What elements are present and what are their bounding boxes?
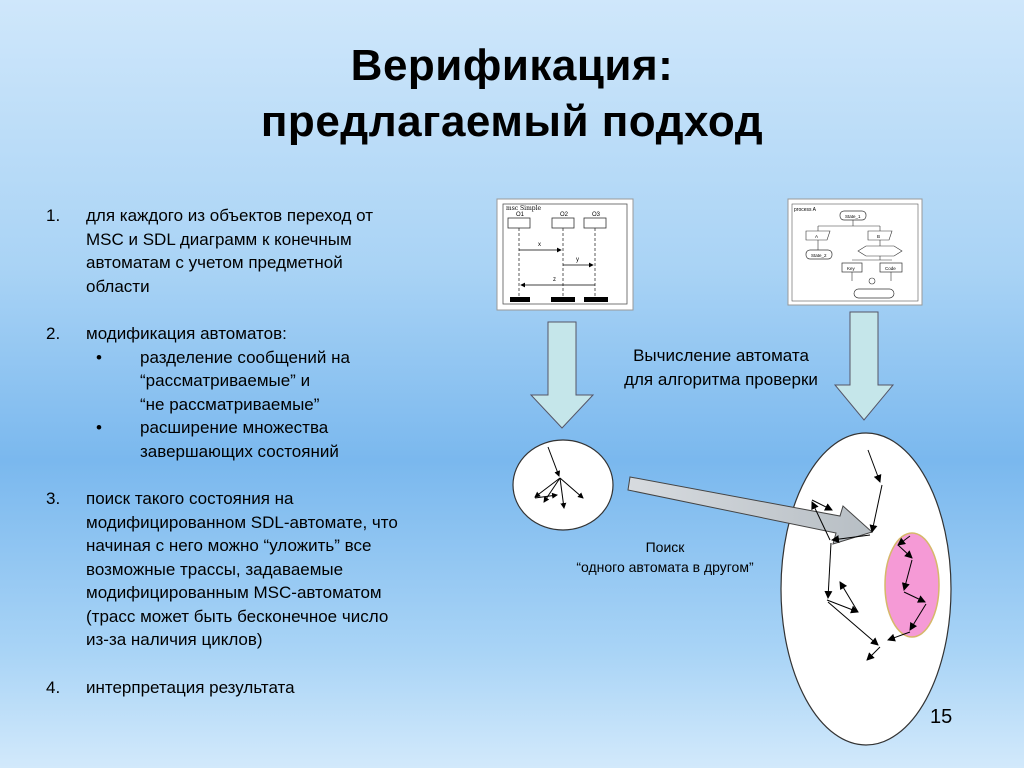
list-text-line: автоматам с учетом предметной [86, 253, 343, 272]
msc-automaton-edges [534, 446, 584, 509]
list-text-line: модифицированным MSC-автоматом [86, 583, 382, 602]
sdl-state-label: State_2 [811, 253, 827, 258]
down-arrow-right [833, 311, 895, 421]
list-number: 2. [46, 324, 61, 343]
msc-message-label: z [553, 277, 556, 283]
compute-caption-line-1: Вычисление автомата [633, 346, 809, 365]
sub-item-2: • расширение множества завершающих состо… [46, 416, 466, 463]
search-caption: Поиск “одного автомата в другом” [540, 537, 790, 577]
list-text-line: из-за наличия циклов) [86, 630, 263, 649]
title-line-1: Верификация: [350, 41, 674, 90]
search-caption-line-2: “одного автомата в другом” [576, 559, 754, 575]
approach-list: 1. для каждого из объектов переход от MS… [46, 204, 466, 699]
msc-message-label: y [576, 257, 579, 263]
compute-caption-line-2: для алгоритма проверки [624, 370, 818, 389]
slide-title: Верификация: предлагаемый подход [0, 38, 1024, 150]
search-caption-line-1: Поиск [645, 539, 685, 555]
list-number: 1. [46, 206, 61, 225]
sub-text-line: разделение сообщений на [140, 347, 350, 367]
sdl-state-label: B [877, 234, 880, 239]
sub-item-1: • разделение сообщений на “рассматриваем… [46, 346, 466, 417]
sdl-state-label: Code [885, 266, 896, 271]
msc-instance-label: O3 [592, 212, 601, 218]
list-text-line: MSC и SDL диаграмм к конечным [86, 229, 352, 249]
sub-text-line: расширение множества [140, 418, 329, 437]
sdl-diagram-thumbnail: process A State_1 A B State_2 Key Code [787, 198, 923, 306]
list-item-4: 4. интерпретация результата [46, 676, 466, 700]
sub-text-line: “рассматриваемые” и [140, 371, 311, 390]
sdl-state-label: State_1 [845, 214, 861, 219]
compute-caption: Вычисление автомата для алгоритма провер… [596, 344, 846, 392]
list-text-line: интерпретация результата [86, 677, 295, 697]
title-line-2: предлагаемый подход [260, 97, 764, 146]
down-arrow-left [529, 321, 595, 429]
sdl-automaton-edges [811, 449, 927, 661]
list-text-line: области [86, 276, 150, 296]
list-text-line: модификация автоматов: [86, 324, 287, 343]
msc-instance-label: O1 [516, 212, 525, 218]
msc-header: msc Simple [506, 205, 542, 212]
page-number: 15 [930, 706, 953, 728]
list-item-2: 2. модификация автоматов: [46, 322, 466, 346]
sdl-automaton-ellipse [780, 432, 952, 746]
bullet: • [96, 418, 102, 437]
list-item-1: 1. для каждого из объектов переход от MS… [46, 204, 466, 298]
msc-instance-label: O2 [560, 212, 569, 218]
list-text-line: модифицированном SDL-автомате, что [86, 512, 398, 532]
sdl-state-label: A [815, 234, 818, 239]
list-text-line: начиная с него можно “уложить” все [86, 536, 372, 555]
msc-automaton-circle [512, 439, 614, 531]
list-number: 4. [46, 677, 61, 697]
bullet: • [96, 347, 102, 367]
msc-diagram-thumbnail: msc Simple O1 O2 O3 x y z [496, 198, 634, 311]
list-text-line: для каждого из объектов переход от [86, 206, 374, 225]
sdl-state-label: Key [847, 266, 856, 271]
sub-text-line: завершающих состояний [140, 441, 339, 461]
search-arrow [627, 476, 873, 545]
list-item-3: 3. поиск такого состояния на модифициров… [46, 487, 466, 652]
sdl-header: process A [794, 207, 817, 213]
list-text-line: поиск такого состояния на [86, 489, 294, 508]
sub-text-line: “не рассматриваемые” [140, 394, 320, 414]
list-text-line: (трасс может быть бесконечное число [86, 606, 389, 626]
list-number: 3. [46, 489, 61, 508]
match-highlight-region [884, 532, 940, 638]
list-text-line: возможные трассы, задаваемые [86, 559, 344, 579]
msc-message-label: x [538, 242, 541, 248]
